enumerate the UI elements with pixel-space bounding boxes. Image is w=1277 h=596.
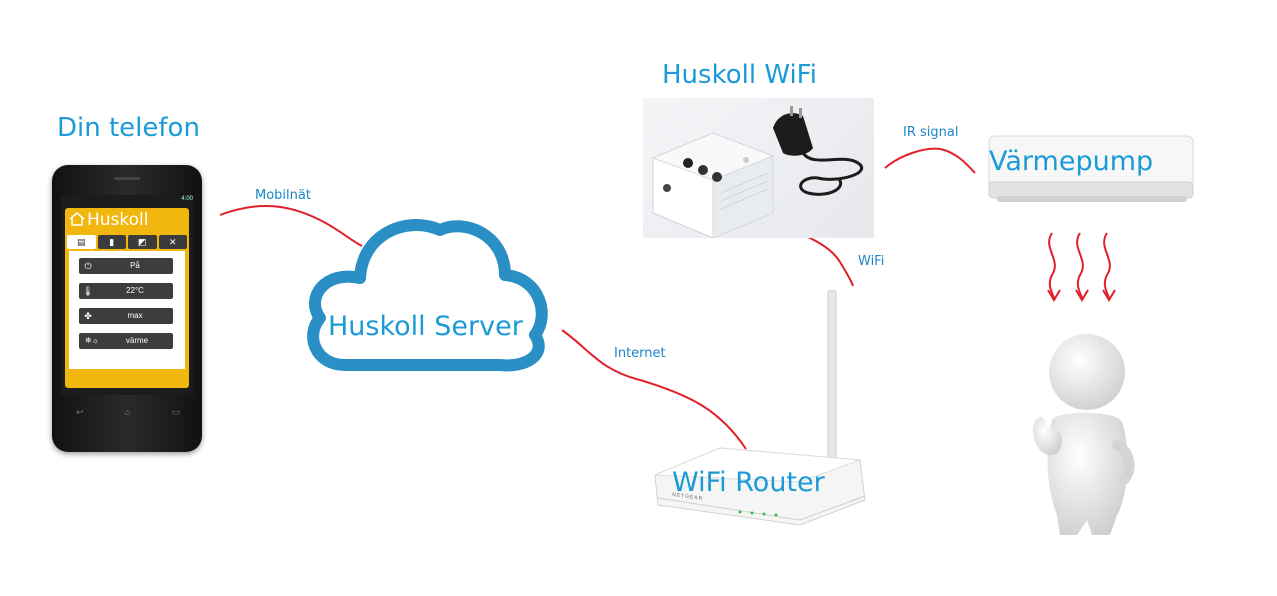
device-title: Huskoll WiFi xyxy=(662,60,817,90)
temperature-row[interactable]: 🌡 22°C xyxy=(79,283,173,299)
wifi-label: WiFi xyxy=(858,254,885,269)
phone-device: 4:00 Huskoll ▤ ▮ ◩ ✕ ⏻ På 🌡 22°C ✤ max xyxy=(52,165,202,452)
snow-sun-icon: ❄☼ xyxy=(84,336,100,345)
device-illustration xyxy=(651,106,863,239)
thermometer-icon: 🌡 xyxy=(82,286,94,296)
mode-value: värme xyxy=(125,336,149,345)
huskoll-wifi-device-photo xyxy=(643,98,874,239)
internet-connector xyxy=(561,329,747,450)
tab-remote-icon[interactable]: ▮ xyxy=(97,235,126,249)
house-icon xyxy=(69,212,85,226)
fan-row[interactable]: ✤ max xyxy=(79,308,173,324)
person-thumbs-up xyxy=(1032,334,1135,535)
mode-row[interactable]: ❄☼ värme xyxy=(79,333,173,349)
ir-connector xyxy=(884,147,976,174)
power-value: På xyxy=(130,261,140,270)
app-control-panel: ⏻ På 🌡 22°C ✤ max ❄☼ värme xyxy=(69,251,185,369)
phone-navbar: ↩ ⌂ ▭ xyxy=(76,407,180,417)
heatpump-label: Värmepump xyxy=(989,146,1154,177)
fan-icon: ✤ xyxy=(84,311,92,321)
app-title: Huskoll xyxy=(87,210,149,230)
heatpump-unit: Värmepump xyxy=(987,134,1195,206)
fan-value: max xyxy=(127,311,143,320)
router-label: WiFi Router xyxy=(672,467,825,498)
internet-label: Internet xyxy=(614,346,666,361)
server-label: Huskoll Server xyxy=(328,311,523,342)
phone-title: Din telefon xyxy=(57,113,200,143)
phone-speaker xyxy=(114,177,140,180)
power-icon: ⏻ xyxy=(84,261,92,271)
back-icon[interactable]: ↩ xyxy=(76,407,84,417)
router-illustration xyxy=(654,289,866,526)
tab-heatpump-icon[interactable]: ▤ xyxy=(67,235,96,249)
tab-tools-icon[interactable]: ✕ xyxy=(158,235,187,249)
mobile-connector xyxy=(219,205,363,247)
app-tabs: ▤ ▮ ◩ ✕ xyxy=(67,235,187,249)
huskoll-app: Huskoll ▤ ▮ ◩ ✕ ⏻ På 🌡 22°C ✤ max ❄☼ vär… xyxy=(65,208,189,388)
power-row[interactable]: ⏻ På xyxy=(79,258,173,274)
wifi-router: NETGEAR WiFi Router xyxy=(650,289,872,526)
mobile-net-label: Mobilnät xyxy=(255,188,311,203)
heatpump-illustration xyxy=(988,135,1194,202)
temperature-value: 22°C xyxy=(126,286,144,295)
server-cloud xyxy=(307,219,548,372)
recent-apps-icon[interactable]: ▭ xyxy=(171,407,180,417)
status-time: 4:00 xyxy=(181,196,193,202)
home-icon[interactable]: ⌂ xyxy=(124,407,131,417)
tab-chart-icon[interactable]: ◩ xyxy=(128,235,157,249)
phone-statusbar: 4:00 xyxy=(61,196,193,204)
heat-arrows xyxy=(1047,232,1116,302)
ir-signal-label: IR signal xyxy=(903,125,959,140)
